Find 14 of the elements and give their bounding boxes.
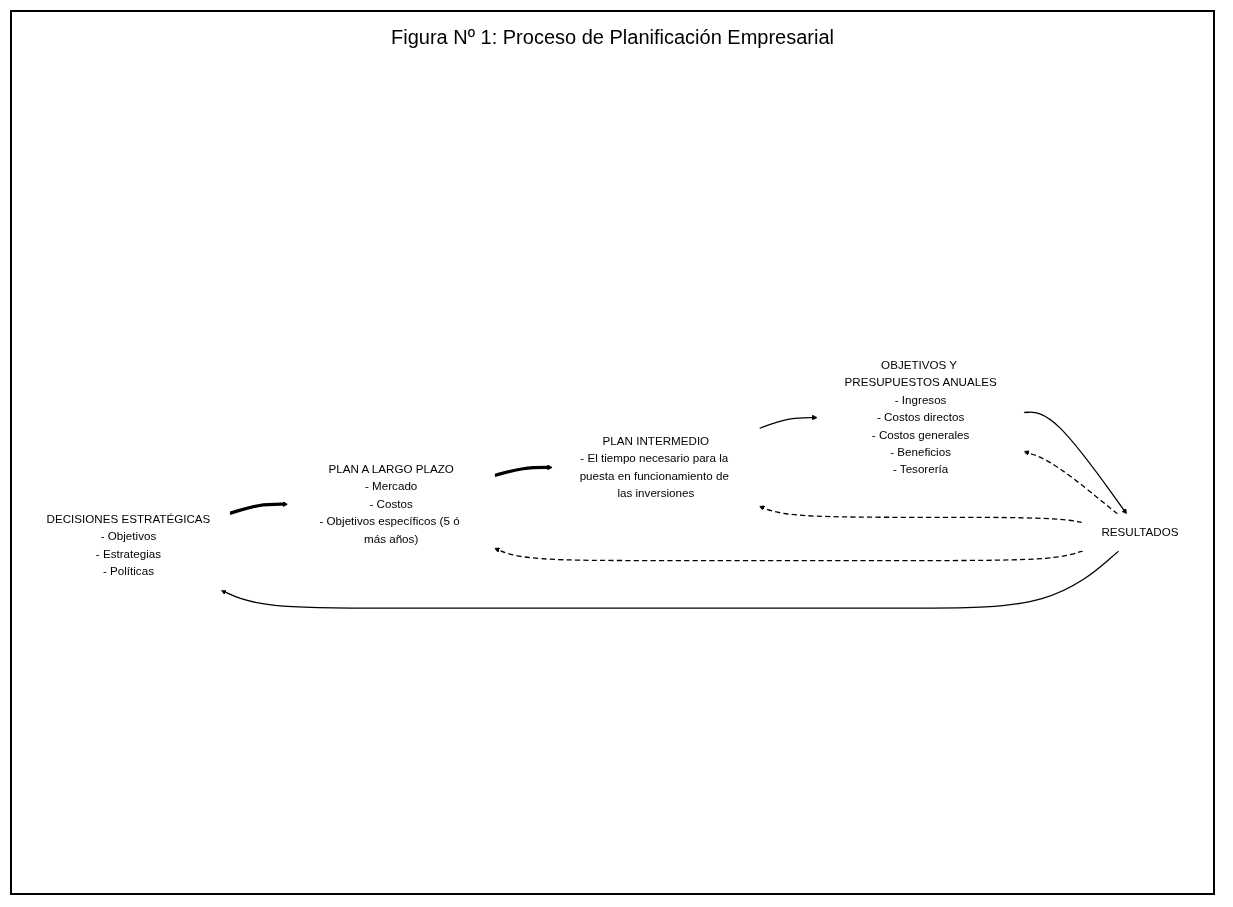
arrow: [1023, 411, 1127, 515]
node-text: DECISIONES ESTRATÉGICAS - Objetivos - Estrategias - Políticas: [46, 512, 211, 578]
arrow: [758, 414, 818, 430]
arrow: [229, 501, 289, 515]
figure-title: Figura Nº 1: Proceso de Planificación Empresarial: [389, 26, 836, 49]
node-text: PLAN INTERMEDIO - El tiempo necesario para la puesta en funcionamiento de las inversiones: [579, 434, 729, 500]
arrow: [1023, 450, 1119, 515]
arrow: [494, 464, 553, 478]
node-text: RESULTADOS: [1101, 525, 1179, 539]
arrow: [758, 505, 1083, 523]
arrow: [220, 550, 1120, 609]
node-text: OBJETIVOS Y PRESUPUESTOS ANUALES - Ingresos - Costos directos - Costos generales - Beneficios - Tesorería: [844, 358, 997, 476]
arrow: [494, 547, 1084, 562]
node-text: PLAN A LARGO PLAZO - Mercado - Costos - Objetivos específicos (5 ó más años): [319, 462, 460, 546]
